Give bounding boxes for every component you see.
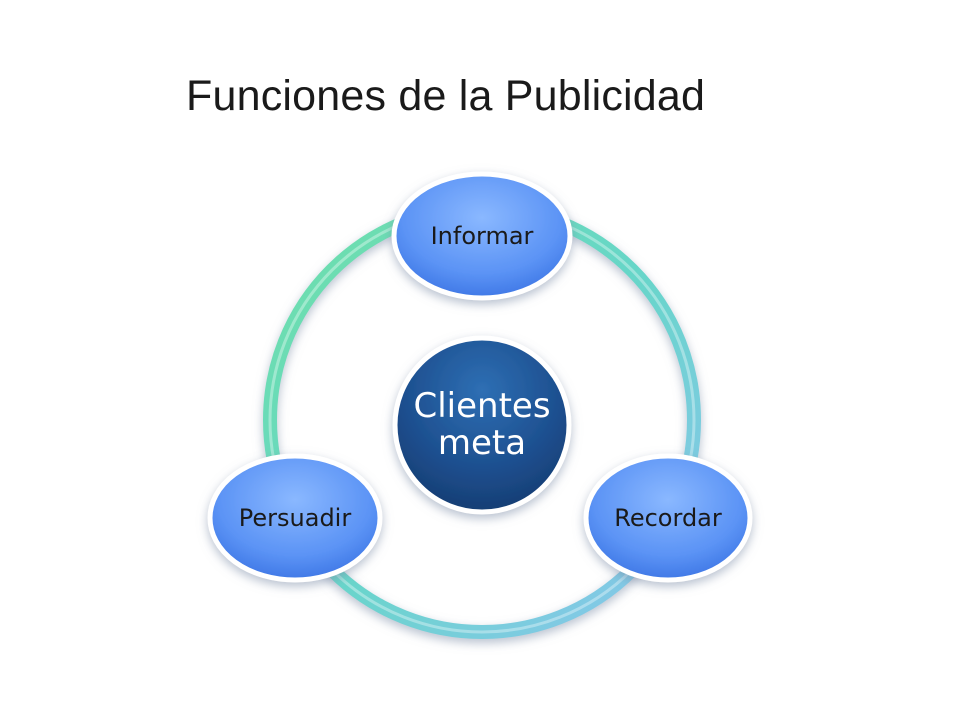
- center-node: [392, 335, 572, 515]
- node-informar-label: Informar: [431, 222, 534, 250]
- center-label-line2: meta: [438, 423, 526, 463]
- node-persuadir-label: Persuadir: [239, 504, 352, 532]
- node-persuadir: [207, 453, 383, 583]
- node-recordar-label: Recordar: [614, 504, 722, 532]
- node-recordar: [583, 453, 753, 583]
- slide-title: Funciones de la Publicidad: [186, 72, 706, 120]
- node-informar: [391, 171, 573, 301]
- center-label-line1: Clientes: [413, 386, 550, 426]
